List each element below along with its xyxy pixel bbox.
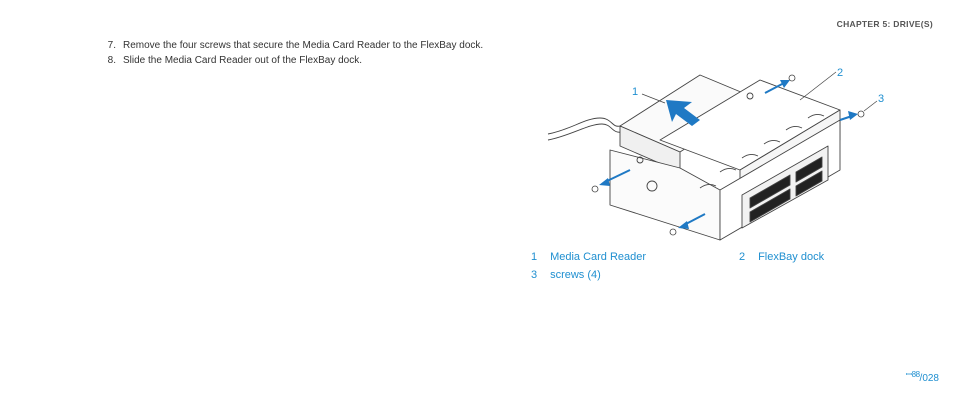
screw-arrow-head [678, 221, 689, 229]
callout-leader [799, 71, 837, 101]
screw-arrow-line [604, 169, 631, 183]
brand-logo-icon: ꟷ88 [905, 370, 920, 379]
page-number-value: 028 [922, 373, 939, 384]
vent-tab [807, 113, 825, 119]
callout-label: 2 [837, 67, 843, 79]
page-number: ꟷ88/028 [905, 370, 939, 384]
callout-label: 3 [878, 93, 884, 105]
step-item: 7. Remove the four screws that secure th… [100, 40, 510, 51]
cable-line [547, 117, 621, 135]
callout-leader [863, 100, 878, 112]
callout-label: 1 [632, 86, 638, 98]
callout-leader [641, 93, 666, 104]
card-slot [749, 188, 791, 223]
legend-item: 1 Media Card Reader [531, 251, 646, 263]
media-card-reader-illustration: 1 2 3 [547, 67, 884, 241]
instruction-steps: 7. Remove the four screws that secure th… [100, 40, 510, 70]
vent-tab [699, 183, 717, 189]
card-slot [795, 170, 823, 197]
vent-tab [741, 153, 759, 159]
card-slot [795, 156, 823, 183]
legend-label: FlexBay dock [758, 251, 825, 263]
vent-tab [763, 139, 781, 145]
screw-arrow-head [848, 111, 858, 120]
legend-label: Media Card Reader [550, 251, 647, 263]
screw-icon [669, 228, 677, 236]
vent-tab [785, 125, 803, 131]
step-text: Remove the four screws that secure the M… [123, 40, 484, 51]
vent-tab [719, 167, 737, 173]
screw-arrow-head [599, 178, 610, 186]
step-number: 8. [107, 55, 116, 66]
screw-hole [636, 156, 644, 164]
cable-line [547, 123, 623, 141]
screw-icon [788, 74, 796, 82]
slide-out-arrow [666, 100, 700, 126]
chapter-title: CHAPTER 5: DRIVE(S) [836, 19, 933, 29]
screw-icon [591, 185, 599, 193]
legend-item: 3 screws (4) [531, 269, 601, 281]
card-slot [749, 174, 791, 209]
legend-label: screws (4) [550, 269, 601, 281]
legend-number: 1 [531, 251, 538, 263]
step-item: 8. Slide the Media Card Reader out of th… [100, 55, 510, 66]
step-text: Slide the Media Card Reader out of the F… [123, 55, 363, 66]
legend-number: 2 [739, 251, 746, 263]
screw-hole [646, 180, 658, 192]
screw-arrows [599, 80, 858, 229]
screw-hole [746, 92, 754, 100]
legend-item: 2 FlexBay dock [739, 251, 824, 263]
screw-arrow-line [764, 82, 785, 94]
legend-number: 3 [531, 269, 538, 281]
screw-arrow-head [780, 80, 790, 88]
step-number: 7. [107, 40, 116, 51]
screws [591, 74, 865, 236]
screw-icon [857, 110, 865, 118]
